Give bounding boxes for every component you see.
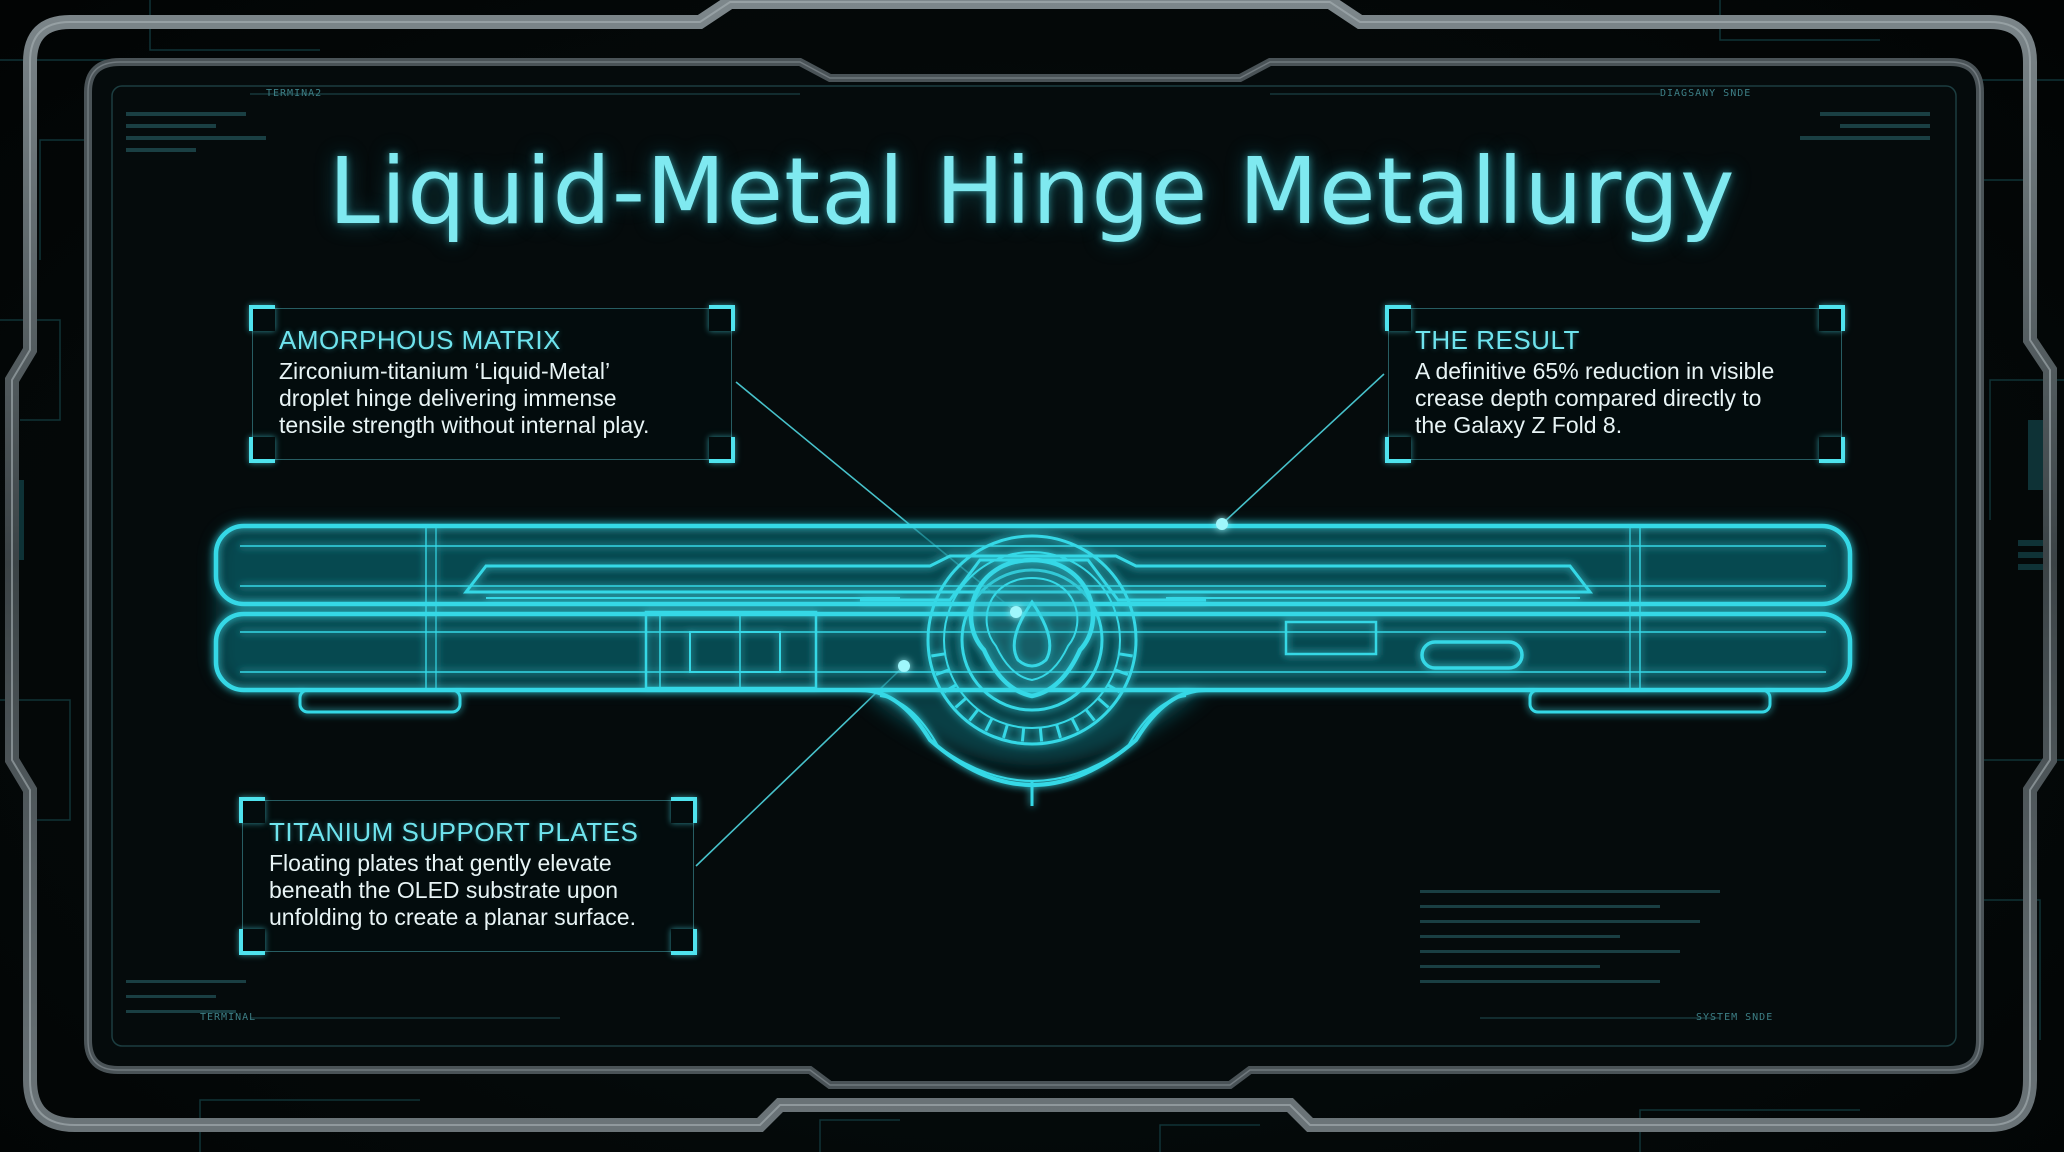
callout-the-result: THE RESULT A definitive 65% reduction in… (1385, 305, 1845, 463)
bracket-corner (239, 797, 265, 823)
callout-amorphous-matrix: AMORPHOUS MATRIX Zirconium-titanium ‘Liq… (249, 305, 735, 463)
callout-body-line: A definitive 65% reduction in visible (1415, 358, 1775, 384)
callout-body-line: Floating plates that gently elevate (269, 850, 612, 876)
callout-body-line: the Galaxy Z Fold 8. (1415, 412, 1623, 438)
gear-tooth (1055, 724, 1062, 739)
gear-tooth (1084, 708, 1096, 722)
callout-body-line: Zirconium-titanium ‘Liquid-Metal’ (279, 358, 611, 384)
bracket-corner (239, 929, 265, 955)
callout-titanium-support-plates: TITANIUM SUPPORT PLATES Floating plates … (239, 797, 697, 955)
bracket-corner (1385, 305, 1411, 331)
callout-anchor-dot-icon (1216, 518, 1228, 530)
gear-tooth (1118, 652, 1133, 658)
connector-titanium-support-plates (695, 665, 905, 867)
hinge-droplet-icon (968, 557, 1096, 699)
frame-bottom-right-label: SYSTEM SNDE (1696, 1012, 1774, 1023)
bracket-corner (709, 305, 735, 331)
gear-tooth (984, 717, 994, 732)
gear-ring-icon (926, 534, 1138, 746)
gear-tooth (1038, 727, 1044, 742)
bracket-corner (249, 305, 275, 331)
bracket-corner (671, 929, 697, 955)
callout-body-line: beneath the OLED substrate upon (269, 877, 619, 903)
callout-body-line: droplet hinge delivering immense (279, 385, 617, 411)
bracket-corner (671, 797, 697, 823)
bracket-corner (709, 437, 735, 463)
gear-tooth (1097, 697, 1110, 709)
page-title: Liquid-Metal Hinge Metallurgy (328, 138, 1736, 245)
bracket-corner (249, 437, 275, 463)
gear-tooth (968, 708, 980, 722)
gear-tooth (1070, 717, 1080, 732)
frame-top-left-label: TERMINA2 (266, 88, 323, 99)
gear-tooth (954, 697, 967, 709)
bracket-corner (1385, 437, 1411, 463)
gear-tooth (1106, 683, 1121, 694)
gear-tooth (935, 668, 950, 677)
bracket-corner (1819, 305, 1845, 331)
gear-tooth (931, 652, 946, 658)
gear-tooth (943, 683, 958, 694)
frame-bottom-left-label: TERMINAL (200, 1012, 257, 1023)
callout-body-line: tensile strength without internal play. (279, 412, 650, 438)
callout-anchor-dot-icon (898, 660, 910, 672)
callout-title: AMORPHOUS MATRIX (279, 325, 561, 355)
callout-anchor-dot-icon (1010, 606, 1022, 618)
callout-body-line: crease depth compared directly to (1415, 385, 1762, 411)
callout-body-line: unfolding to create a planar surface. (269, 904, 636, 930)
gear-tooth (1020, 727, 1026, 742)
gear-tooth (1002, 724, 1009, 739)
callout-title: THE RESULT (1415, 325, 1580, 355)
connector-the-result (1221, 373, 1385, 525)
status-pill-indicator (1420, 640, 1524, 670)
gear-tooth (1114, 668, 1129, 677)
bracket-corner (1819, 437, 1845, 463)
frame-top-right-label: DIAGSANY SNDE (1660, 88, 1752, 99)
callout-title: TITANIUM SUPPORT PLATES (269, 817, 639, 847)
